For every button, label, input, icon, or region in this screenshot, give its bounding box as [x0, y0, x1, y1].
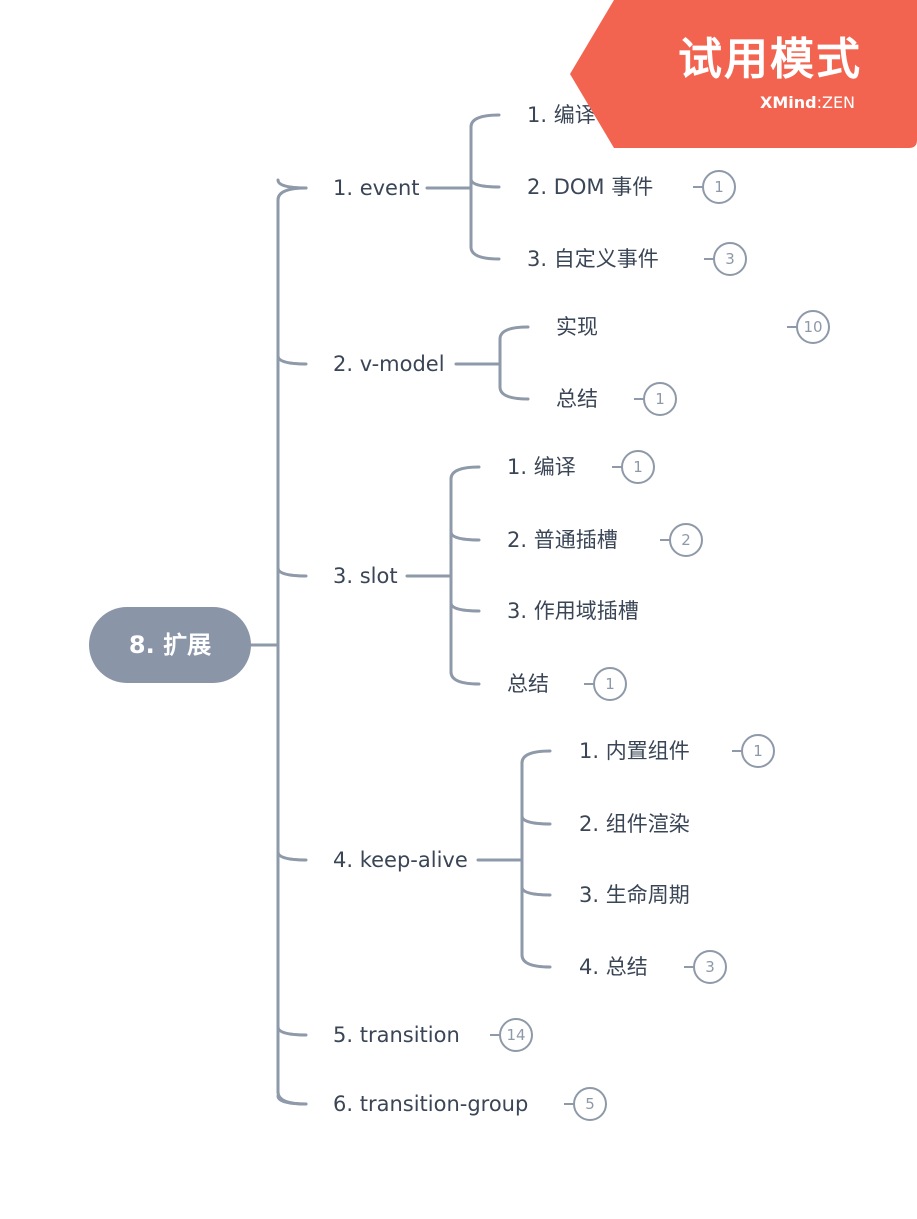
subtopic-stub [520, 885, 552, 897]
subtopic[interactable]: 1. 编译 [527, 103, 596, 127]
branch-stub [276, 354, 308, 366]
branch-topic[interactable]: 1. event [333, 176, 420, 200]
count-badge[interactable]: 1 [621, 450, 655, 484]
subtopic-stub [469, 177, 501, 189]
subtopic[interactable]: 4. 总结 [579, 955, 648, 979]
branch-stub [276, 850, 308, 862]
branch-stub [276, 1094, 308, 1106]
trial-mode-title: 试用模式 [678, 34, 862, 85]
brand-bold: XMind [760, 93, 817, 112]
count-badge-link [732, 750, 744, 752]
subtopic[interactable]: 实现 [556, 315, 598, 339]
count-badge[interactable]: 5 [573, 1087, 607, 1121]
xmind-zen-logo: XMind:ZEN [760, 93, 855, 113]
subtopic-bracket [449, 465, 481, 686]
subtopic-bracket [498, 325, 530, 401]
subtopic[interactable]: 2. DOM 事件 [527, 175, 654, 199]
trial-watermark-banner [570, 0, 917, 148]
count-badge[interactable]: 1 [593, 667, 627, 701]
subtopic-bracket [520, 749, 552, 969]
root-label: 8. 扩展 [128, 631, 212, 659]
subtopic-stub [449, 530, 481, 542]
count-badge[interactable]: 14 [499, 1018, 533, 1052]
subtopic-stub [520, 814, 552, 826]
count-badge[interactable]: 1 [702, 170, 736, 204]
count-badge[interactable]: 3 [713, 242, 747, 276]
subtopic[interactable]: 2. 普通插槽 [507, 528, 618, 552]
count-badge[interactable]: 2 [669, 523, 703, 557]
count-badge-link [612, 466, 624, 468]
subtopic[interactable]: 3. 自定义事件 [527, 247, 659, 271]
count-badge-link [634, 398, 646, 400]
branch-topic[interactable]: 6. transition-group [333, 1092, 529, 1116]
branch-stub [276, 1025, 308, 1037]
subtopic[interactable]: 总结 [507, 672, 549, 696]
count-badge-link [490, 1034, 502, 1036]
subtopic[interactable]: 总结 [556, 387, 598, 411]
root-node[interactable] [89, 607, 251, 683]
count-badge[interactable]: 3 [693, 950, 727, 984]
subtopic[interactable]: 1. 编译 [507, 455, 576, 479]
subtopic[interactable]: 3. 生命周期 [579, 883, 690, 907]
count-badge-link [704, 258, 716, 260]
subtopic-bracket [469, 113, 501, 261]
count-badge-link [787, 326, 799, 328]
count-badge-link [660, 539, 672, 541]
count-badge-link [684, 966, 696, 968]
brand-light: ZEN [821, 93, 856, 112]
branch-stub [276, 566, 308, 578]
branch-stub [276, 178, 308, 190]
subtopic[interactable]: 2. 组件渲染 [579, 812, 690, 836]
count-badge[interactable]: 1 [643, 382, 677, 416]
branch-topic[interactable]: 5. transition [333, 1023, 460, 1047]
branch-topic[interactable]: 2. v-model [333, 352, 445, 376]
branch-topic[interactable]: 4. keep-alive [333, 848, 468, 872]
count-badge-link [584, 683, 596, 685]
trunk-line [276, 186, 308, 1106]
count-badge[interactable]: 10 [796, 310, 830, 344]
count-badge[interactable]: 1 [741, 734, 775, 768]
subtopic[interactable]: 1. 内置组件 [579, 739, 690, 763]
subtopic[interactable]: 3. 作用域插槽 [507, 599, 639, 623]
subtopic-stub [449, 601, 481, 613]
count-badge-link [564, 1103, 576, 1105]
count-badge-link [693, 186, 705, 188]
brand-sep: : [816, 93, 822, 112]
branch-topic[interactable]: 3. slot [333, 564, 398, 588]
